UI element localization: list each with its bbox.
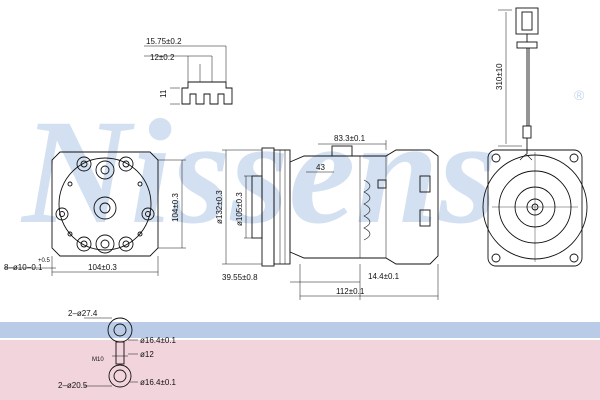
dim-body-offset: 43 (316, 163, 325, 172)
dim-port-thread: M10 (92, 357, 104, 363)
connector-detail (144, 45, 233, 105)
dim-port2-inner: ø16.4±0.1 (140, 378, 177, 387)
dim-rear-length: 14.4±0.1 (368, 272, 400, 281)
watermark-logo: Nissens (20, 89, 497, 255)
dim-bolt-holes: 8–ø10−0.1 (4, 263, 43, 272)
dim-wire-length: 310±10 (495, 63, 504, 90)
dim-connector-pitch: 12±0.2 (150, 53, 175, 62)
dim-connector-height: 11 (159, 89, 168, 98)
registered-mark: ® (574, 87, 585, 103)
wire-plug (498, 7, 539, 154)
dim-connector-width: 15.75±0.2 (146, 37, 182, 46)
port-detail (84, 317, 138, 388)
dim-port-ref: ø12 (140, 350, 154, 359)
dim-bolt-holes-tol: +0.5 (38, 258, 51, 264)
dim-overall-length: 112±0.1 (336, 287, 365, 296)
dim-port1-dia: 2–ø27.4 (68, 309, 98, 318)
watermark-band-pink (0, 340, 600, 400)
mounting-face-view (4, 151, 186, 276)
dim-port2-dia: 2–ø20.5 (58, 381, 88, 390)
dim-pulley-inner: ø105±0.3 (235, 192, 244, 226)
dim-bolt-spacing-h: 104±0.3 (88, 263, 117, 272)
side-view (222, 140, 439, 300)
watermark-band-blue (0, 322, 600, 338)
dim-port1-inner: ø16.4±0.1 (140, 336, 177, 345)
dim-front-offset: 39.55±0.8 (222, 273, 258, 282)
dim-bolt-spacing-v: 104±0.3 (171, 193, 180, 222)
dim-body-top: 83.3±0.1 (334, 134, 366, 143)
dim-pulley-outer: ø132±0.3 (215, 190, 224, 224)
end-view (482, 149, 588, 267)
